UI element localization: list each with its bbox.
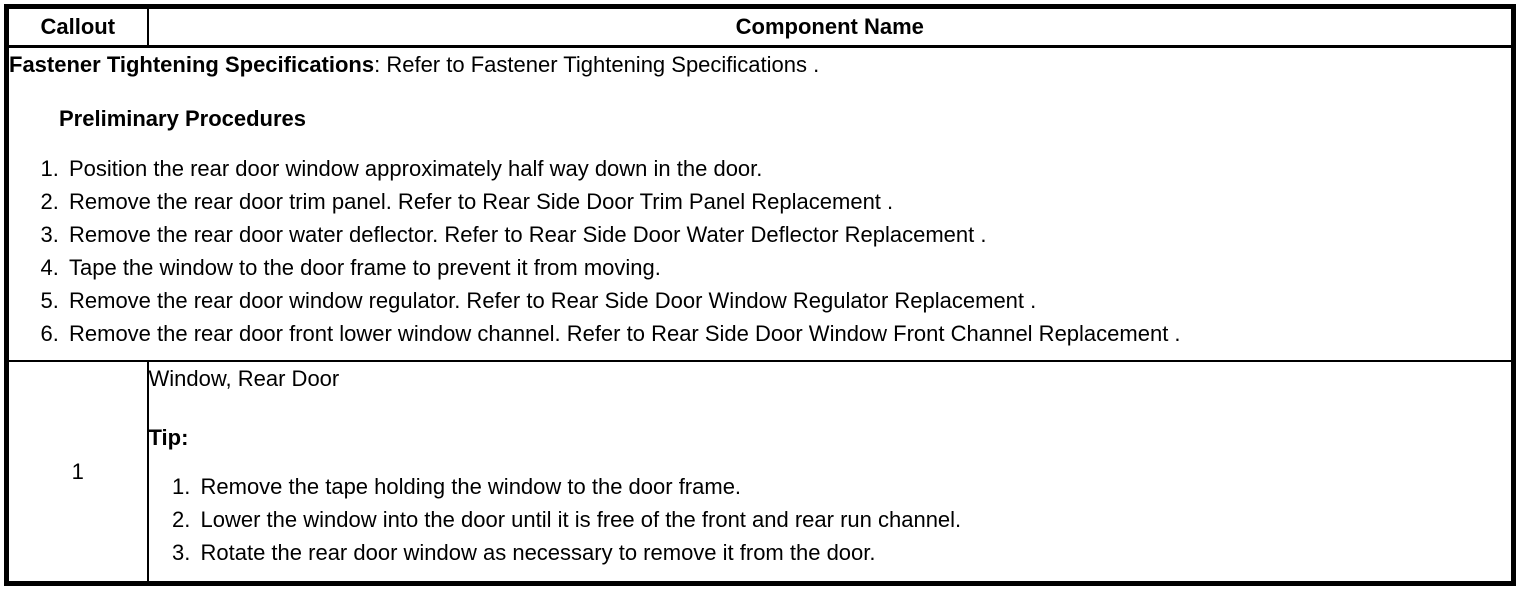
tip-steps-list: Remove the tape holding the window to th… [149,470,1512,569]
preliminary-row: Fastener Tightening Specifications: Refe… [5,45,1515,362]
tip-step: Lower the window into the door until it … [197,503,1512,536]
preliminary-procedures-heading: Preliminary Procedures [59,106,307,131]
component-name: Window, Rear Door [148,366,340,391]
callout-row: 1 Window, Rear Door Tip: Remove the tape… [5,360,1515,585]
preliminary-step: Remove the rear door trim panel. Refer t… [65,185,1511,218]
fastener-spec-reference: : Refer to Fastener Tightening Specifica… [374,52,820,77]
preliminary-step: Position the rear door window approximat… [65,152,1511,185]
preliminary-cell: Fastener Tightening Specifications: Refe… [5,45,1515,362]
preliminary-steps-list: Position the rear door window approximat… [9,152,1511,350]
fastener-spec-line: Fastener Tightening Specifications: Refe… [9,48,1511,81]
preliminary-step: Remove the rear door water deflector. Re… [65,218,1511,251]
tip-step: Rotate the rear door window as necessary… [197,536,1512,569]
tip-label: Tip: [148,425,189,450]
component-description-cell: Window, Rear Door Tip: Remove the tape h… [146,360,1515,585]
preliminary-step: Remove the rear door window regulator. R… [65,284,1511,317]
tip-step: Remove the tape holding the window to th… [197,470,1512,503]
component-name-column-header: Component Name [146,5,1515,48]
preliminary-step: Tape the window to the door frame to pre… [65,251,1511,284]
preliminary-step: Remove the rear door front lower window … [65,317,1511,350]
table-header-row: Callout Component Name [5,5,1515,48]
callout-number-cell: 1 [5,360,149,585]
fastener-spec-label: Fastener Tightening Specifications [9,52,375,77]
component-table: Callout Component Name Fastener Tighteni… [4,4,1516,586]
callout-column-header: Callout [5,5,149,48]
